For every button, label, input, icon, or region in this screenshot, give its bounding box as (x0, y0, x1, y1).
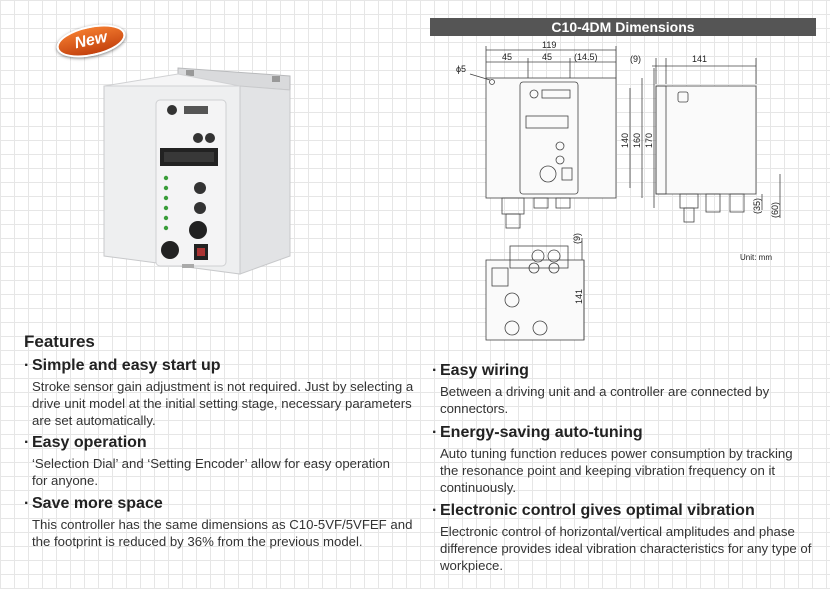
dim-14-5: (14.5) (574, 52, 598, 62)
feature-body: This controller has the same dimensions … (32, 517, 413, 549)
dim-140: 140 (620, 133, 630, 148)
feature-heading: ·Save more space (24, 495, 163, 512)
feature-item: ·Simple and easy start up Stroke sensor … (24, 357, 414, 429)
feature-item: ·Save more space This controller has the… (24, 495, 424, 550)
feature-heading: ·Easy wiring (432, 362, 529, 379)
dimension-drawing: 119 45 45 (14.5) ϕ5 (9) 141 140 160 170 … (456, 40, 781, 341)
feature-heading: ·Easy operation (24, 434, 147, 451)
feature-item: ·Easy operation ‘Selection Dial’ and ‘Se… (24, 434, 404, 489)
feature-item: ·Easy wiring Between a driving unit and … (432, 362, 812, 417)
feature-item: ·Energy-saving auto-tuning Auto tuning f… (432, 424, 812, 496)
feature-body: Between a driving unit and a controller … (440, 384, 770, 416)
dimensions-title: C10-4DM Dimensions (430, 18, 816, 36)
controller-product-image (103, 67, 291, 275)
feature-heading: ·Electronic control gives optimal vibrat… (432, 502, 755, 519)
feature-body: ‘Selection Dial’ and ‘Setting Encoder’ a… (32, 456, 390, 488)
feature-body: Auto tuning function reduces power consu… (440, 446, 793, 495)
feature-item: ·Electronic control gives optimal vibrat… (432, 502, 822, 574)
dim-160: 160 (632, 133, 642, 148)
dim-141-side: 141 (692, 54, 707, 64)
dim-141-bottom: 141 (574, 289, 584, 304)
dim-9-top: (9) (630, 54, 641, 64)
dim-45-b: 45 (542, 52, 552, 62)
dim-119: 119 (542, 40, 556, 50)
features-title: Features (24, 332, 95, 351)
dim-9-bottom: (9) (572, 233, 582, 244)
dim-60: (60) (770, 202, 780, 218)
unit-label: Unit: mm (740, 253, 772, 262)
feature-heading: ·Simple and easy start up (24, 357, 221, 374)
feature-body: Electronic control of horizontal/vertica… (440, 524, 812, 573)
feature-heading: ·Energy-saving auto-tuning (432, 424, 643, 441)
feature-body: Stroke sensor gain adjustment is not req… (32, 379, 414, 428)
dim-35: (35) (752, 198, 762, 214)
dim-45-a: 45 (502, 52, 512, 62)
new-badge: New (53, 19, 129, 63)
dim-phi5: ϕ5 (456, 64, 466, 74)
dim-170: 170 (644, 133, 654, 148)
